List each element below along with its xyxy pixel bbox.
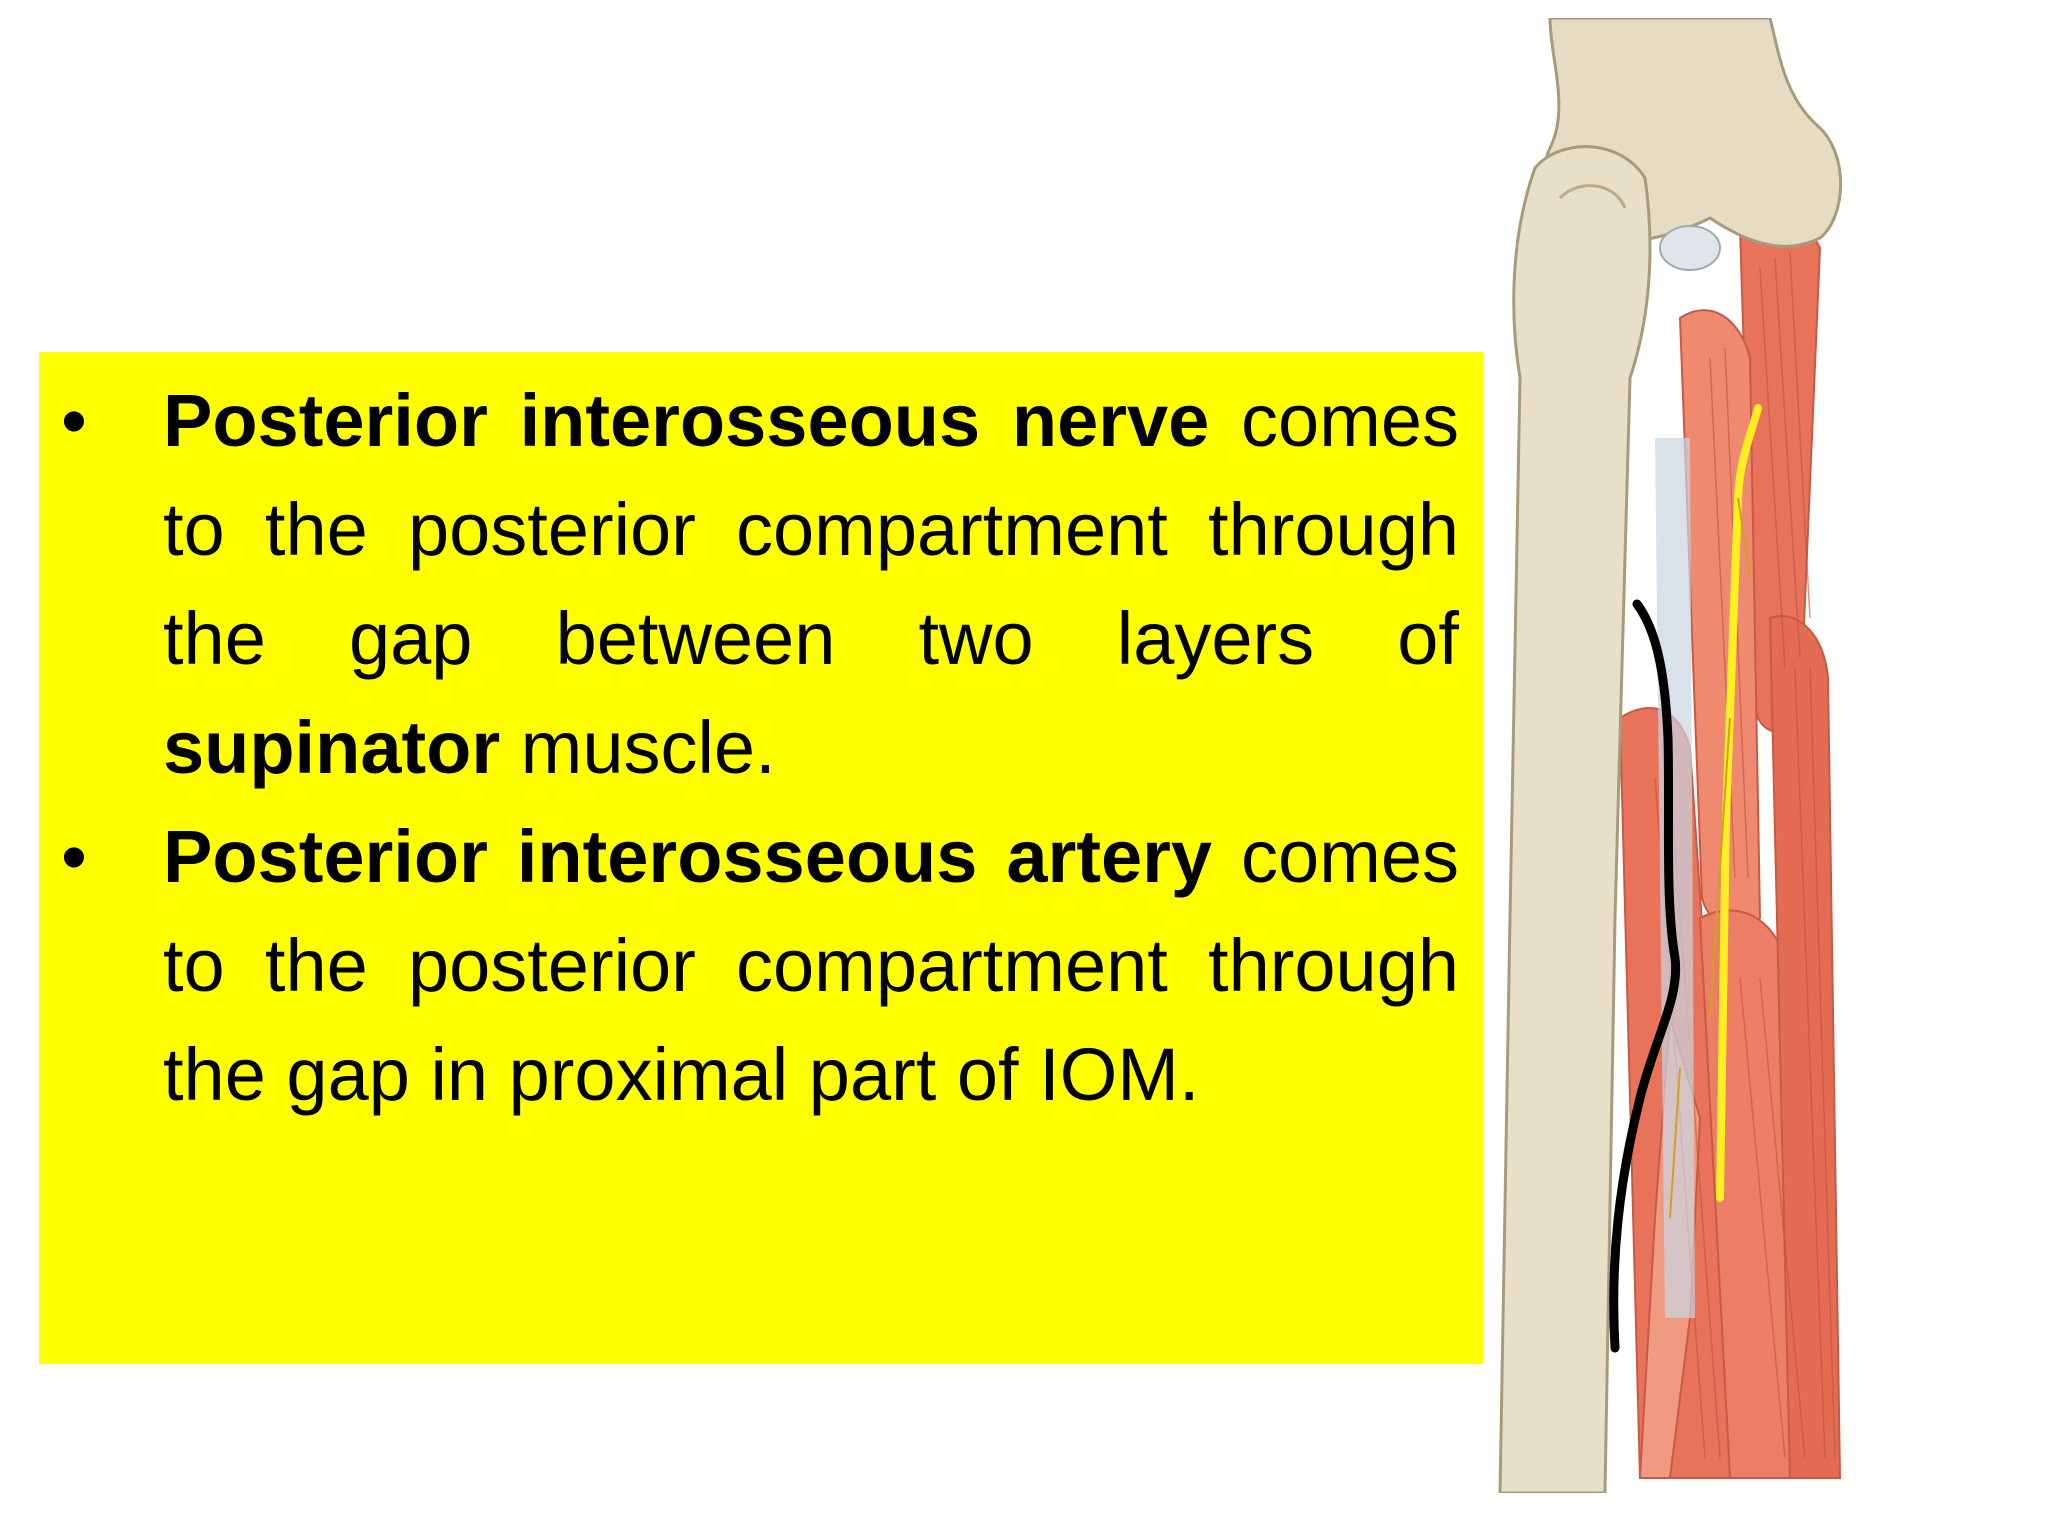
bullet-text: Posterior interosseous nerve comes to th…: [163, 379, 1459, 789]
radial-head: [1659, 225, 1721, 271]
bullet-body: comes to the posterior compartment throu…: [163, 379, 1460, 680]
bullet-emphasis: supinator: [163, 706, 501, 789]
bullet-body-end: muscle.: [500, 706, 776, 789]
ulna-bone: [1498, 145, 1652, 1493]
interosseous-membrane: [1655, 438, 1695, 1318]
bullet-text: Posterior interosseous artery comes to t…: [163, 815, 1459, 1116]
bullet-dot: •: [61, 815, 87, 898]
bullet-body: comes to the posterior compartment throu…: [163, 815, 1460, 1116]
bullet-item-artery: • Posterior interosseous artery comes to…: [61, 802, 1459, 1129]
muscle-group: [1618, 222, 1842, 1479]
bullet-title: Posterior interosseous nerve: [163, 379, 1210, 462]
bullet-title: Posterior interosseous artery: [163, 815, 1213, 898]
bullet-dot: •: [61, 379, 87, 462]
artery-line: [1609, 599, 1681, 1353]
anatomy-illustration: [1498, 18, 1843, 1493]
highlighted-text-box: • Posterior interosseous nerve comes to …: [39, 352, 1483, 1364]
bullet-item-nerve: • Posterior interosseous nerve comes to …: [61, 366, 1459, 802]
nerve-branches: [1669, 497, 1751, 1219]
